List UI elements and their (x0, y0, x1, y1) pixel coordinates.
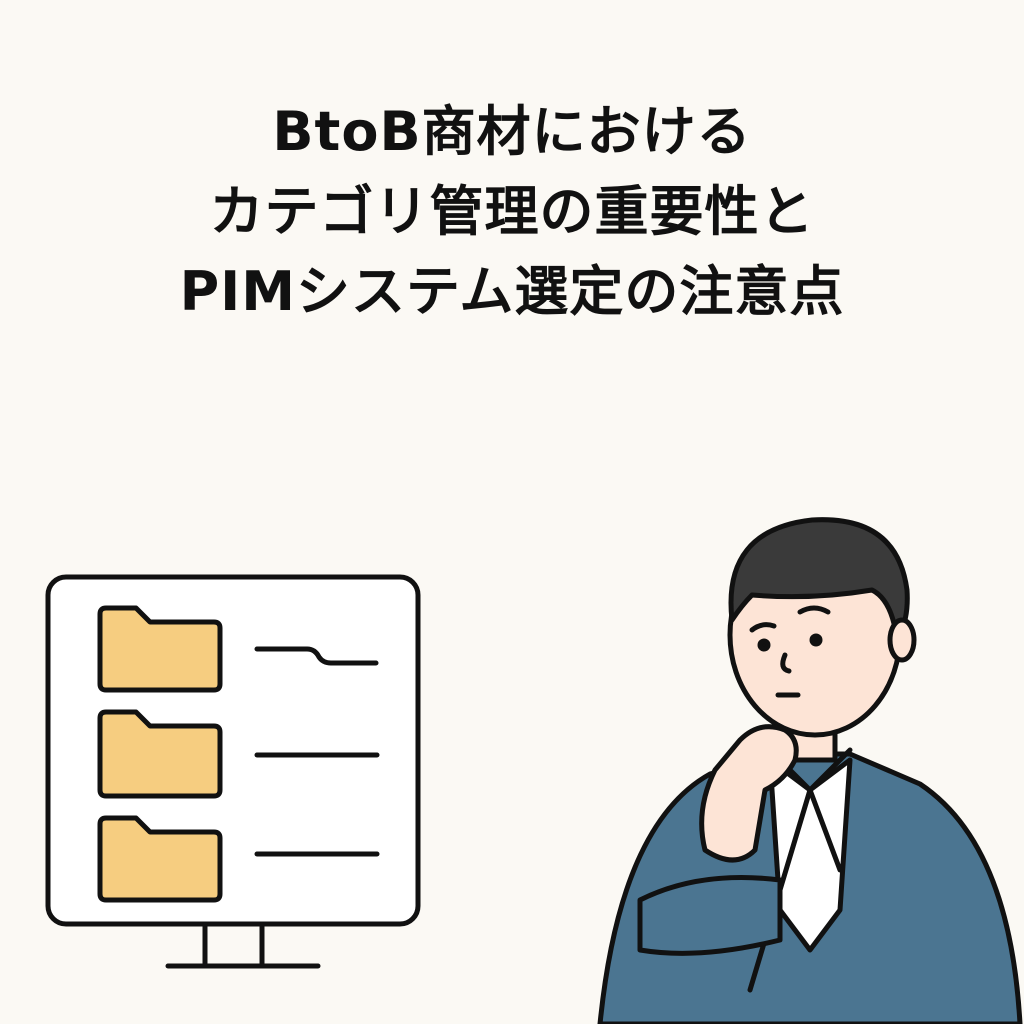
folder-icon (97, 605, 223, 903)
title-line-1: BtoB商材における (272, 100, 752, 163)
thinking-man (597, 517, 1023, 1024)
monitor-icon (45, 574, 421, 969)
title-line-3: PIMシステム選定の注意点 (179, 260, 845, 323)
title-line-2: カテゴリ管理の重要性と (209, 180, 815, 243)
page-title: BtoB商材における カテゴリ管理の重要性と PIMシステム選定の注意点 (0, 92, 1024, 332)
